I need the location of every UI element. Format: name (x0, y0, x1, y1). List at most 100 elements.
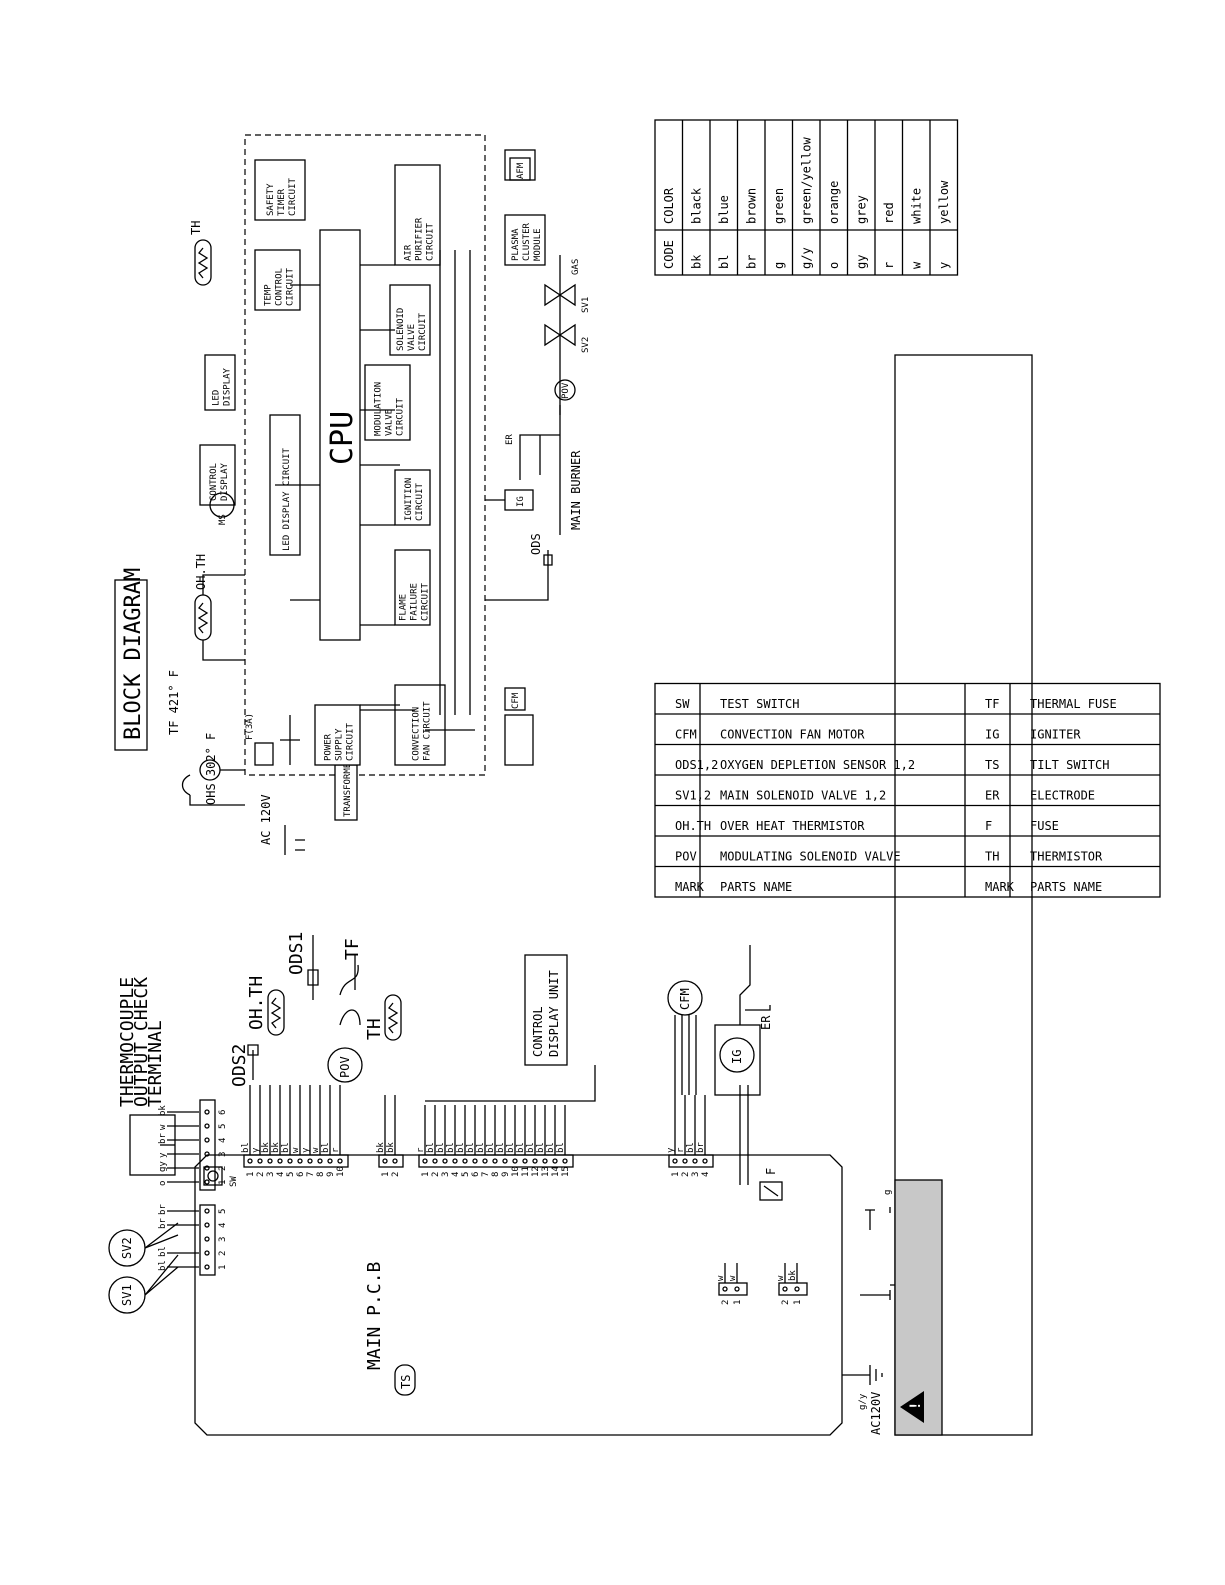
parts-table-header: PARTS NAME (1030, 880, 1102, 894)
bSafety-box (254, 159, 306, 221)
thermocouple-check-label-line: OUTPUT CHECK (131, 977, 152, 1107)
color-table-color: white (910, 188, 924, 224)
block-diagram-title-box (114, 579, 148, 751)
color-table-color: orange (827, 181, 841, 224)
connector-wire-code: bk (271, 1142, 281, 1153)
connector-wire-code: br (696, 1142, 706, 1153)
block-label-line: TIMER (277, 188, 287, 216)
connector-pin (472, 1158, 478, 1164)
afm-block-label: AFM (516, 162, 526, 179)
igniter-leads (739, 1085, 749, 1185)
p2-housing (378, 1154, 404, 1168)
connector-pin-number: 12 (531, 1166, 541, 1177)
connector-pin-number: 10 (511, 1166, 521, 1177)
sv-valve-symbols (544, 283, 576, 347)
connector-pin-number: 2 (391, 1172, 401, 1177)
connector-pin (204, 1165, 210, 1171)
fuse-3a (254, 742, 274, 766)
connector-wire-code: bl (546, 1142, 556, 1153)
bIgn-box (394, 469, 431, 526)
connector-pin (247, 1158, 253, 1164)
parts-table-cell: ER (985, 789, 1000, 803)
parts-table-cell: IGNITER (1030, 728, 1081, 742)
connector-pin (442, 1158, 448, 1164)
connector-pin (204, 1264, 210, 1270)
connector-pin (257, 1158, 263, 1164)
connector-wire-code: br (158, 1133, 168, 1144)
connector-pin (462, 1158, 468, 1164)
connector-pin-number: 2 (256, 1172, 266, 1177)
test-switch[interactable] (203, 1166, 223, 1186)
parts-table-cell: OXYGEN DEPLETION SENSOR 1,2 (720, 758, 915, 772)
ground-wiring-1 (865, 1207, 891, 1230)
ods-block-label: ODS (529, 533, 543, 555)
bTemp-box (254, 249, 301, 311)
parts-table-cell: SV1,2 (675, 789, 711, 803)
bus-lines (275, 250, 475, 731)
connector-pin (337, 1158, 343, 1164)
svg-text:!: ! (908, 1402, 924, 1410)
pov-block-symbol (554, 379, 576, 401)
color-table-header: CODE (662, 240, 676, 269)
block-label-line: CLUSTER (522, 222, 532, 261)
block-label-line: FLAME (399, 594, 409, 621)
tf-label: TF 421° F (167, 670, 181, 735)
connector-pin (204, 1151, 210, 1157)
block-label-line: SOLENOID (396, 308, 406, 351)
color-table-color: brown (745, 188, 759, 224)
connector-pin (422, 1158, 428, 1164)
test-switch-button[interactable] (207, 1170, 219, 1182)
connector-wire-code: bk (788, 1270, 798, 1281)
ac-plug-symbol (284, 825, 305, 855)
connector-wire-code: r (676, 1147, 686, 1153)
connector-pin-number: 1 (246, 1172, 256, 1177)
th-block-zigzag (197, 247, 209, 279)
parts-table-header: PARTS NAME (720, 880, 792, 894)
gy-wiring-label: g/y (858, 1393, 868, 1410)
color-table-code: g/y (800, 247, 814, 269)
connector-pin (287, 1158, 293, 1164)
connector-pin-number: 3 (691, 1172, 701, 1177)
test-switch-label: SW (229, 1176, 239, 1187)
color-code-table: CODECOLORbkblackblbluebrbrownggreeng/ygr… (654, 119, 959, 276)
bMod-box (364, 364, 411, 441)
connector-wire-code: y (666, 1147, 676, 1153)
connector-pin-number: 8 (316, 1172, 326, 1177)
connector-pin-number: 1 (671, 1172, 681, 1177)
connector-wire-code: br (158, 1218, 168, 1229)
connector-pin-number: 5 (218, 1209, 228, 1214)
connector-wire-code: bk (261, 1142, 271, 1153)
connector-wire-code: bl (436, 1142, 446, 1153)
connector-wire-code: bl (496, 1142, 506, 1153)
connector-pin (204, 1137, 210, 1143)
connector-wire-code: bl (466, 1142, 476, 1153)
connector-pin-number: 4 (218, 1223, 228, 1228)
parts-table-frame (654, 682, 1161, 898)
connector-pin-number: 1 (793, 1300, 803, 1305)
ac120v-wiring-label: AC120V (869, 1392, 883, 1435)
connector-pin-number: 15 (561, 1166, 571, 1177)
color-table-code: br (745, 255, 759, 269)
block-label-line: CIRCUIT (418, 312, 428, 351)
block-label-line: VALVE (385, 409, 395, 436)
connector-wire-code: bl (446, 1142, 456, 1153)
parts-table-cell: THERMISTOR (1030, 850, 1103, 864)
p15-housing (418, 1154, 574, 1168)
connector-wire-code: w (728, 1275, 738, 1281)
connector-pin (392, 1158, 398, 1164)
parts-table-cell: F (985, 819, 992, 833)
fuse-wiring (759, 1181, 783, 1201)
oh-th-block-label: OH.TH (194, 554, 208, 590)
parts-table-header: MARK (985, 880, 1015, 894)
connector-wire-code: bl (281, 1142, 291, 1153)
block-label-line: CIRCUIT (396, 397, 406, 436)
parts-table-cell: MODULATING SOLENOID VALVE (720, 850, 901, 864)
er-block-label: ER (505, 434, 515, 445)
parts-table-cell: TF (985, 697, 999, 711)
block-label-line: SUPPLY (335, 728, 345, 761)
ac120v-label: AC 120V (259, 794, 273, 845)
